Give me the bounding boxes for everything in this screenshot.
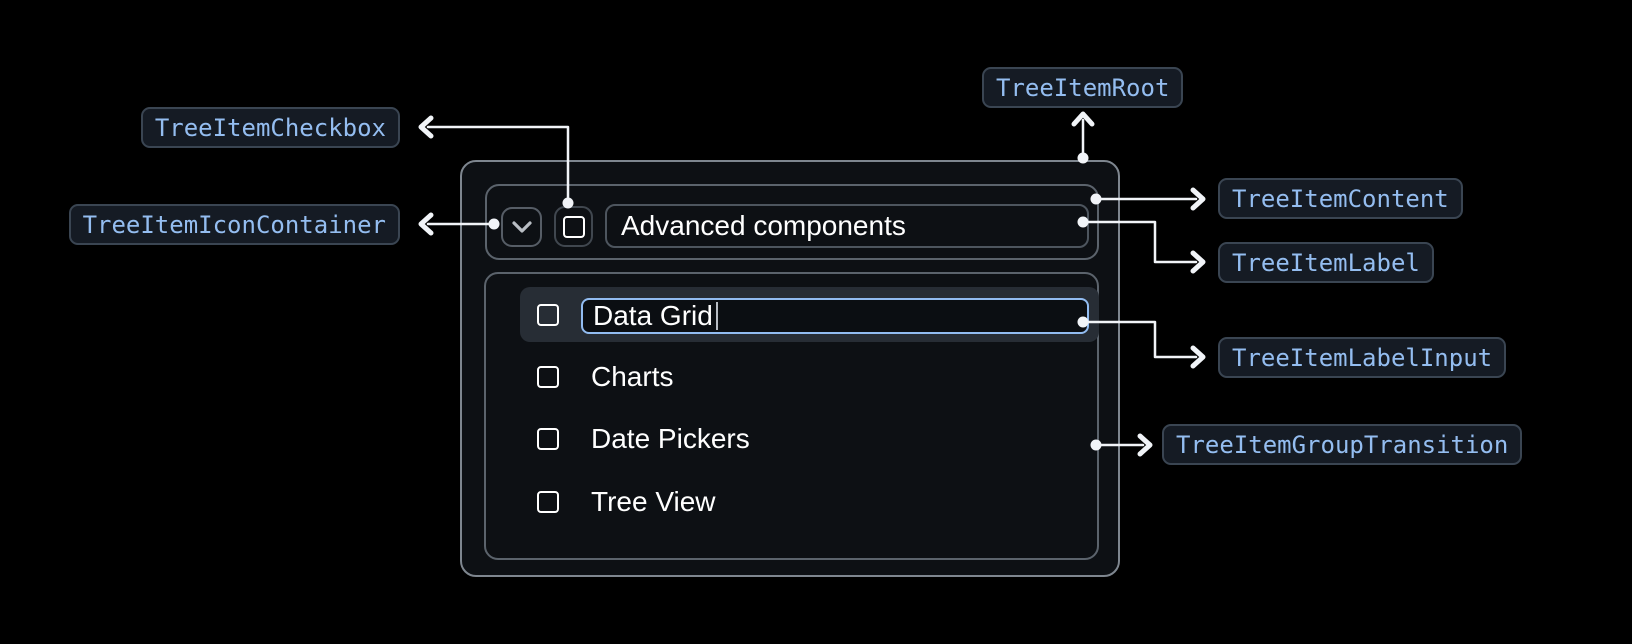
annotation-label: TreeItemContent [1232,184,1449,213]
tree-item-tree-view[interactable]: Tree View [520,474,1099,529]
text-cursor [715,302,719,330]
annotation-tree-item-content: TreeItemContent [1218,178,1463,219]
chevron-down-icon [511,221,532,233]
tree-item-date-pickers[interactable]: Date Pickers [520,411,1099,466]
parent-item-label-text: Advanced components [621,210,906,241]
annotation-label: TreeItemIconContainer [82,210,386,239]
checkbox-unchecked-icon[interactable] [537,303,559,326]
arrowhead-right-icon [1190,187,1206,211]
arrowhead-right-icon [1137,433,1153,457]
annotation-label: TreeItemCheckbox [154,113,386,142]
arrowhead-up-icon [1071,111,1095,127]
arrowhead-left-icon [418,212,434,236]
annotation-label: TreeItemLabelInput [1232,343,1493,372]
item-label-text: Date Pickers [591,422,750,454]
annotation-tree-item-group-transition: TreeItemGroupTransition [1162,424,1523,465]
checkbox-unchecked-icon[interactable] [537,427,559,450]
tree-item-icon-container[interactable] [501,207,542,247]
checkbox-unchecked-icon[interactable] [537,490,559,513]
tree-item-data-grid[interactable]: Data Grid [520,287,1099,342]
checkbox-unchecked-icon[interactable] [537,365,559,388]
tree-item-charts[interactable]: Charts [520,349,1099,404]
tree-item-group-transition: Data Grid Charts Date Pickers Tree View [484,272,1099,560]
tree-item-root: Advanced components Data Grid Charts Dat… [460,160,1120,577]
item-label-text: Charts [591,360,674,392]
checkbox-unchecked-icon [562,215,585,238]
label-input-value: Data Grid [593,300,713,331]
arrowhead-right-icon [1190,345,1206,369]
annotation-tree-item-root: TreeItemRoot [982,67,1184,108]
arrowhead-left-icon [418,115,434,139]
tree-item-content[interactable]: Advanced components [485,184,1099,260]
annotation-label: TreeItemLabel [1232,248,1420,277]
tree-item-label-input[interactable]: Data Grid [581,298,1089,334]
annotation-tree-item-label-input: TreeItemLabelInput [1218,337,1507,378]
annotation-label: TreeItemGroupTransition [1176,430,1509,459]
connector-root [1071,111,1095,164]
tree-item-label: Advanced components [605,204,1089,248]
item-label-text: Tree View [591,485,716,517]
annotation-tree-item-icon-container: TreeItemIconContainer [68,204,400,245]
tree-item-checkbox[interactable] [554,206,593,247]
annotation-tree-item-label: TreeItemLabel [1218,242,1434,283]
annotation-tree-item-checkbox: TreeItemCheckbox [140,107,400,148]
annotation-label: TreeItemRoot [996,73,1170,102]
arrowhead-right-icon [1190,250,1206,274]
